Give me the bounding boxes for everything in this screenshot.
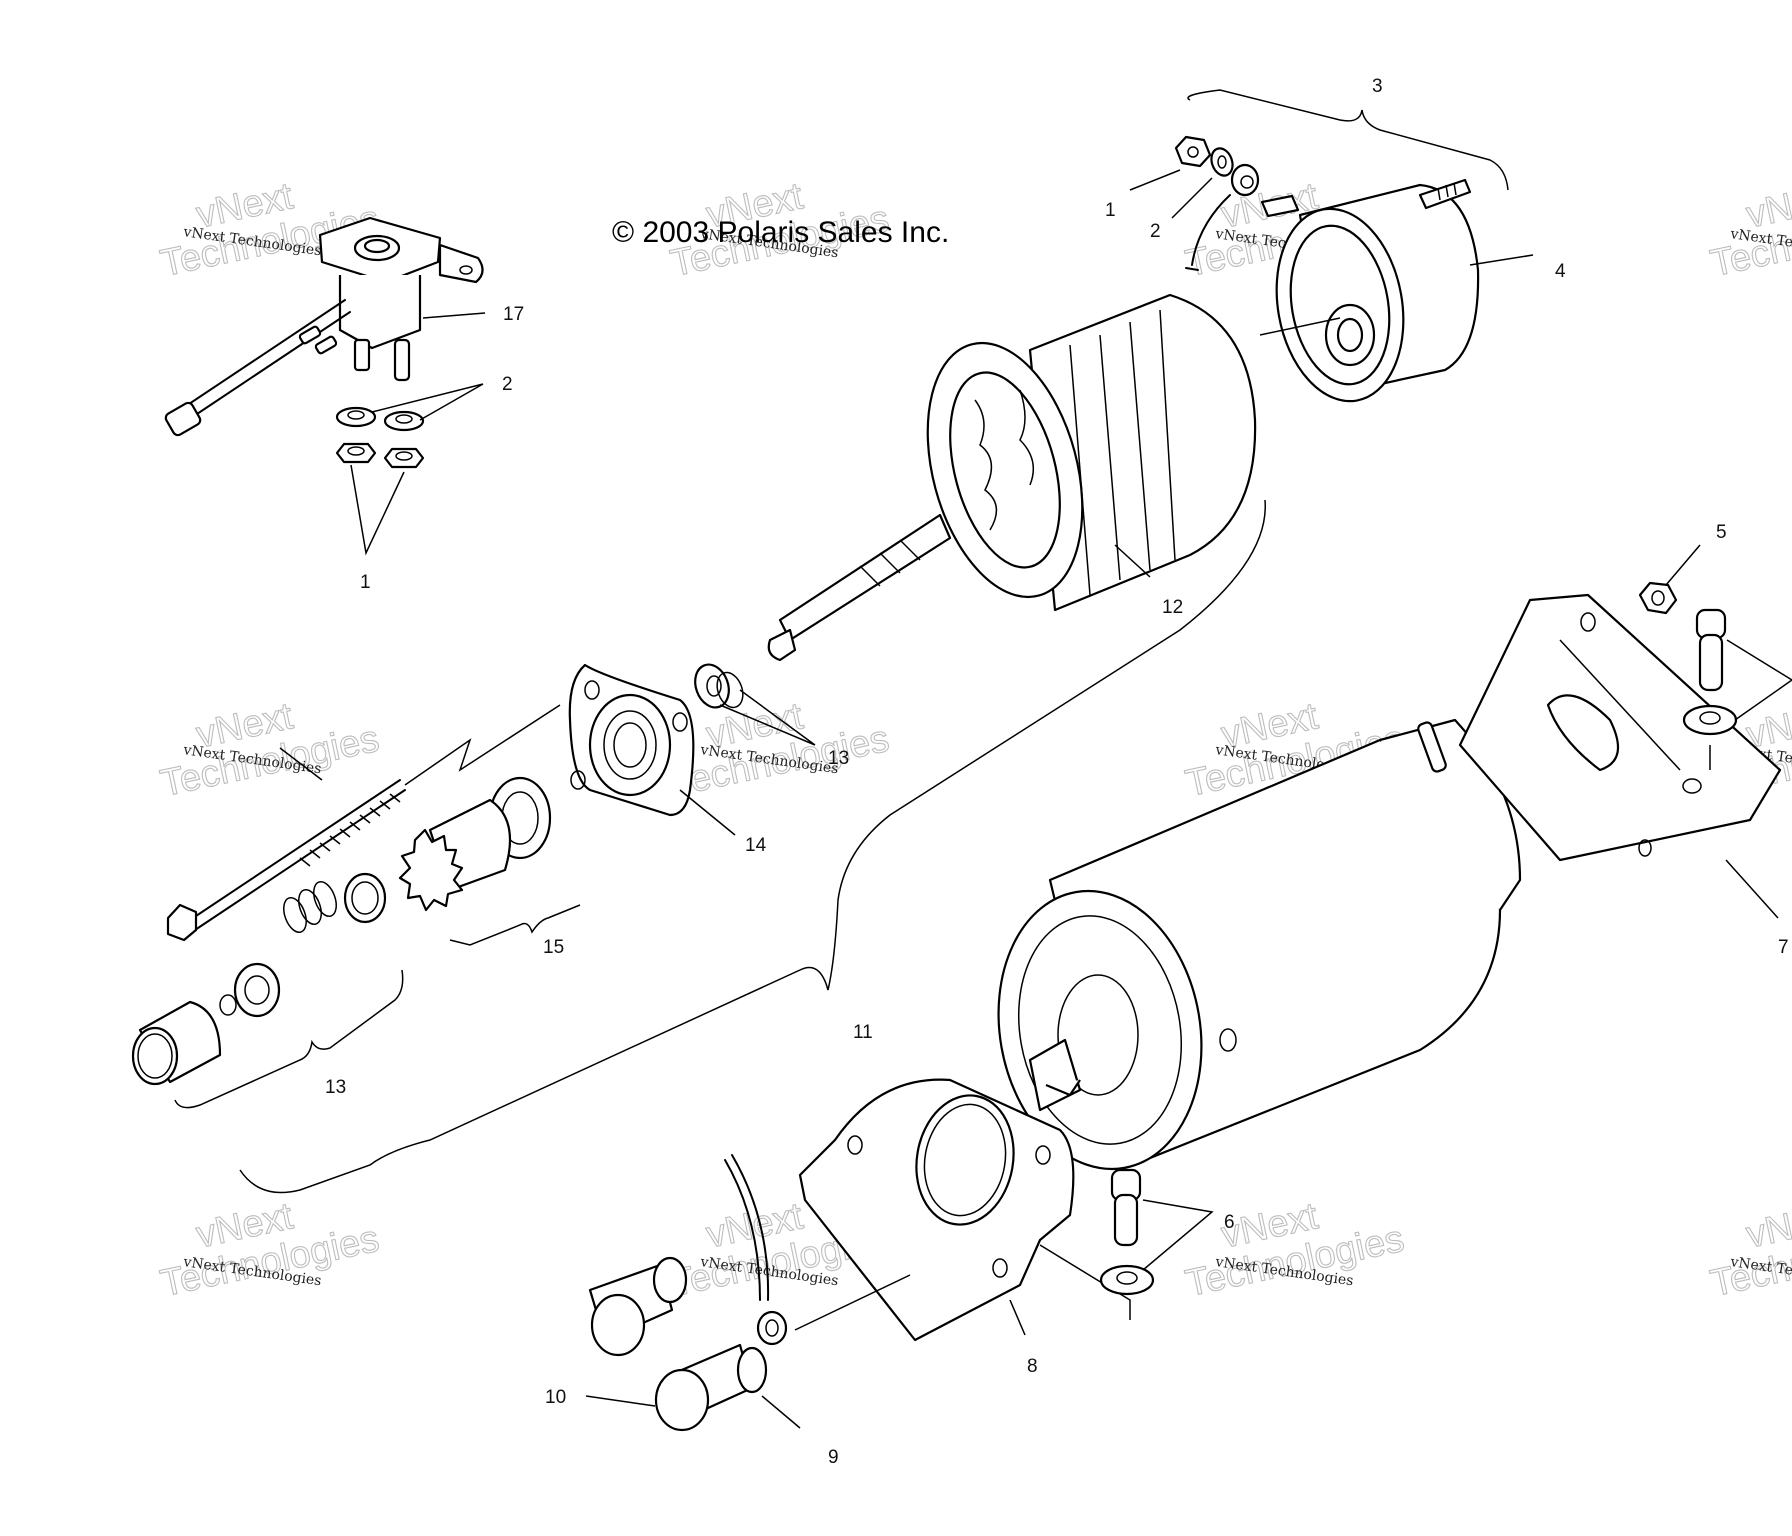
callout-11: 11 xyxy=(853,1022,873,1043)
end-cap-part xyxy=(1260,178,1480,403)
watermark: vNext Technologies xyxy=(1181,1195,1408,1306)
bracket-15 xyxy=(449,904,581,946)
mounting-bracket-part xyxy=(1458,593,1782,862)
through-bolt-part xyxy=(166,704,561,942)
callout-13: 13 xyxy=(828,748,849,769)
bracket-13 xyxy=(174,969,404,1109)
bolt-10-upper-part xyxy=(588,1256,688,1357)
callout-9: 9 xyxy=(828,1447,839,1468)
callout-13: 13 xyxy=(325,1077,346,1098)
copyright-notice: © 2003 Polaris Sales Inc. xyxy=(612,216,949,249)
callout-2: 2 xyxy=(1150,221,1161,242)
drive-end-plate-part xyxy=(568,663,695,817)
callout-10: 10 xyxy=(545,1387,566,1408)
watermark: vNext Technologies xyxy=(1706,175,1792,286)
callout-5: 5 xyxy=(1716,522,1727,543)
washers-and-nuts-left xyxy=(335,406,425,469)
leader-lines xyxy=(350,312,486,556)
callout-8: 8 xyxy=(1027,1356,1038,1377)
bolt-washer-7-part xyxy=(1682,608,1738,770)
callout-7: 7 xyxy=(1778,937,1789,958)
end-cap-hardware xyxy=(1174,135,1260,271)
starter-motor-part xyxy=(997,718,1522,1172)
bracket-3 xyxy=(1187,89,1509,191)
callout-3: 3 xyxy=(1372,76,1383,97)
callout-2: 2 xyxy=(502,374,513,395)
watermark: vNext Technologies xyxy=(156,1195,383,1306)
callout-4: 4 xyxy=(1555,261,1566,282)
nut-5-part xyxy=(1638,581,1678,615)
callout-15: 15 xyxy=(543,937,564,958)
bolt-washer-6-part xyxy=(1099,1168,1155,1296)
watermark: vNext Technologies xyxy=(1706,1195,1792,1306)
callout-17: 17 xyxy=(503,304,524,325)
callout-6: 6 xyxy=(1224,1212,1235,1233)
washer-13-part xyxy=(694,663,744,709)
callout-14: 14 xyxy=(745,835,767,856)
ground-wire-part xyxy=(724,1154,788,1346)
bolt-10-lower-part xyxy=(654,1343,768,1432)
drive-gear-part xyxy=(343,776,552,924)
armature-housing-part xyxy=(767,293,1257,662)
callout-1: 1 xyxy=(1105,200,1116,221)
solenoid-part xyxy=(164,216,484,437)
callout-1: 1 xyxy=(360,572,371,593)
bracket-11 xyxy=(239,499,1266,1194)
starter-bracket-part xyxy=(798,1078,1131,1342)
callout-12: 12 xyxy=(1162,597,1183,618)
drive-kit-part xyxy=(131,880,337,1086)
